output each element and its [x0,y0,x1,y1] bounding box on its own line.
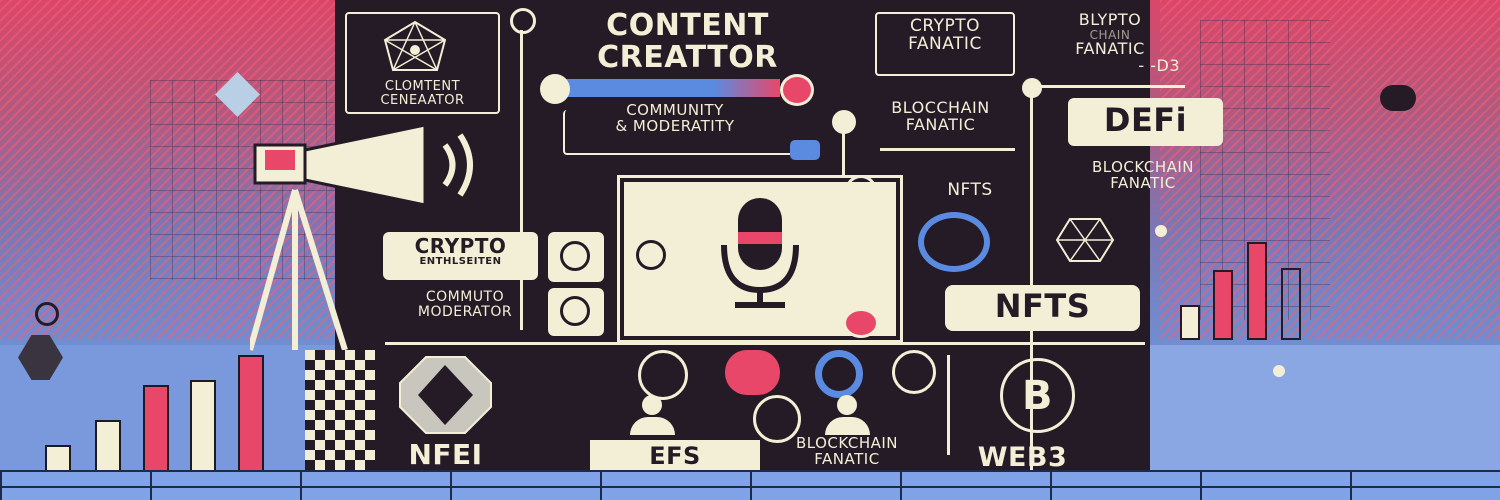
nfei-label: NFEI [408,438,483,471]
checkered-flag [305,350,375,475]
record-button[interactable] [636,240,666,270]
megaphone-icon [247,120,500,360]
pencil-icon [190,380,216,475]
dot [1022,78,1042,98]
crypto-fanatic-box [875,12,1015,76]
play-button[interactable] [540,74,570,104]
eye-icon [35,302,59,326]
content-creator-box [345,12,500,114]
bitcoin-glyph: B [1022,372,1053,419]
slider-track [880,148,1015,151]
floor-grid [0,470,1500,500]
heart-button[interactable] [780,74,814,106]
crypto-enthusiast-bubble [383,232,538,280]
speaker-icon [548,232,604,282]
nfts-small-label: NFTS [947,180,993,200]
nfts-bubble [945,285,1140,331]
pencil-icon [95,420,121,475]
connector [520,30,523,330]
defi-label: DEFi [1103,101,1188,139]
defi-bubble [1068,98,1223,146]
community-moderatity-label: COMMUNITY& MODERATITY [615,101,735,135]
nfts-big-label: NFTS [994,287,1091,325]
efs-label: EFS [649,442,701,470]
chat-bubble-icon [725,350,780,395]
connector [1035,85,1185,88]
blue-coin-icon [815,350,863,398]
play-coin-icon[interactable] [753,395,801,443]
microphone-icon [700,190,820,315]
connector [1030,90,1033,470]
face-icon [510,8,536,34]
right-blue-panel [1150,345,1500,470]
nft-diamond-icon [398,355,493,435]
diamond-outline-icon [1055,215,1115,265]
dot [1155,225,1167,237]
diamond-coin-icon [638,350,688,400]
network-icon [375,18,455,76]
pencil-icon [143,385,169,475]
nft-coin-icon [918,212,990,272]
dot [1273,365,1285,377]
heart-button-small[interactable] [843,308,879,338]
pencil-icon [238,355,264,475]
user-icon [825,395,870,437]
bar-chart-icon [1175,240,1315,340]
divider [385,342,1145,345]
connector [947,355,950,455]
d-coin-icon [892,350,936,394]
web3-label: WEB3 [977,442,1068,473]
content-creator-box-label: CLOMTENT CENEAATOR [380,79,465,108]
blue-button[interactable] [790,140,820,160]
speaker-icon [548,288,604,336]
media-progress-bar[interactable] [560,79,780,97]
target-icon [845,175,877,207]
bitcoin-icon: B [1000,358,1075,433]
gem-badge-icon [1380,85,1416,111]
user-icon [630,395,675,437]
efs-box [590,440,760,475]
community-frame [563,110,813,155]
